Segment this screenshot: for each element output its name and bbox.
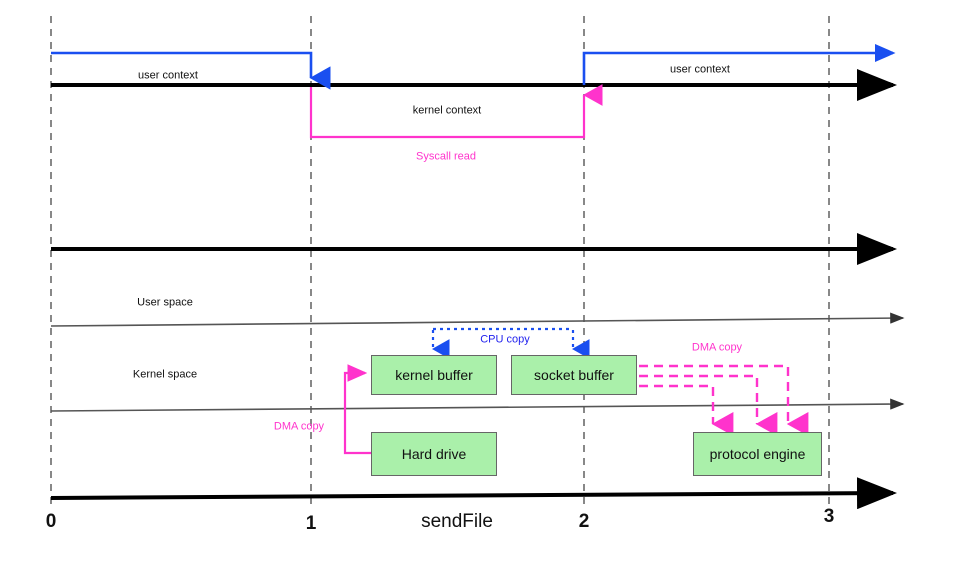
user-context-trace-right bbox=[582, 43, 896, 85]
kernel-space-label: Kernel space bbox=[132, 368, 198, 381]
hard-drive-label: Hard drive bbox=[401, 446, 467, 462]
cpu-copy-path bbox=[431, 327, 590, 359]
protocol-engine-label: protocol engine bbox=[709, 446, 806, 462]
dma-copy-left-label: DMA copy bbox=[273, 420, 325, 433]
syscall-read-trace bbox=[309, 84, 603, 139]
hard-drive-box[interactable]: Hard drive bbox=[371, 432, 497, 476]
socket-buffer-label: socket buffer bbox=[534, 367, 614, 383]
user-context-right-label: user context bbox=[670, 63, 730, 76]
protocol-engine-box[interactable]: protocol engine bbox=[693, 432, 822, 476]
user-context-left-label: user context bbox=[138, 69, 198, 82]
axis-tick-2: 2 bbox=[578, 511, 590, 532]
kernel-context-label: kernel context bbox=[412, 104, 482, 117]
dma-copy-right-label: DMA copy bbox=[691, 341, 743, 354]
axis-tick-3: 3 bbox=[823, 506, 835, 527]
dma-copy-send-path-1 bbox=[639, 364, 809, 436]
user-context-trace bbox=[51, 43, 896, 90]
user-space-label: User space bbox=[137, 296, 193, 309]
axis-tick-0: 0 bbox=[45, 511, 57, 532]
syscall-read-label: Syscall read bbox=[416, 150, 476, 163]
dma-copy-send-path-2 bbox=[639, 374, 778, 436]
user-context-trace-left bbox=[51, 51, 331, 90]
dma-copy-read-path bbox=[343, 364, 371, 455]
kernel-buffer-label: kernel buffer bbox=[395, 367, 473, 383]
user-space-boundary-line bbox=[50, 312, 905, 327]
cpu-copy-label: CPU copy bbox=[480, 333, 530, 346]
kernel-space-boundary-line bbox=[50, 398, 905, 412]
kernel-buffer-box[interactable]: kernel buffer bbox=[371, 355, 497, 395]
diagram-title: sendFile bbox=[421, 511, 493, 532]
socket-buffer-box[interactable]: socket buffer bbox=[511, 355, 637, 395]
time-axis-line bbox=[50, 477, 897, 510]
dma-copy-send-paths bbox=[639, 364, 809, 436]
axis-tick-1: 1 bbox=[305, 513, 317, 534]
